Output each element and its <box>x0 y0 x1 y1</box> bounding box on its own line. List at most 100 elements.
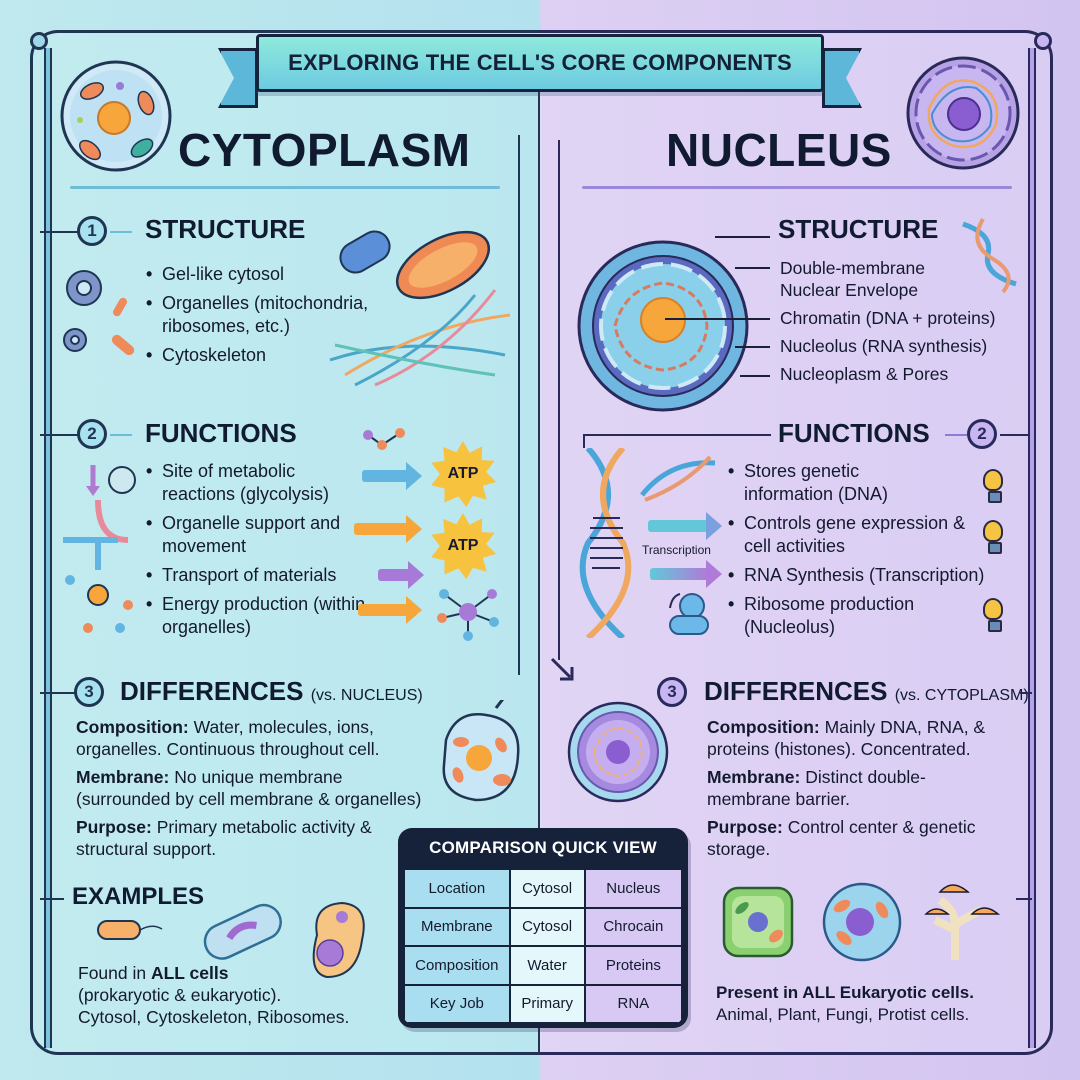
nucleus-structure-labels: Double-membrane Nuclear Envelope Chromat… <box>780 257 1040 385</box>
label-line <box>735 267 770 269</box>
connector-line <box>110 434 132 436</box>
connector-line <box>583 434 771 436</box>
table-row: Membrane Cytosol Chrocain <box>403 906 683 947</box>
title-banner: EXPLORING THE CELL'S CORE COMPONENTS <box>256 34 824 92</box>
plant-cell-icon <box>722 886 794 958</box>
connector-line <box>1000 434 1030 436</box>
row-label: Purpose: <box>707 817 783 837</box>
nucleus-structure-heading: STRUCTURE <box>778 214 939 244</box>
title-rule <box>582 186 1012 189</box>
mushroom-icon <box>924 884 1001 960</box>
table-cell: RNA <box>583 983 683 1024</box>
examples-text: Found in ALL cells (prokaryotic & eukary… <box>78 962 398 1028</box>
row-label: Purpose: <box>76 817 152 837</box>
connector-line <box>40 692 76 694</box>
functions-list: Site of metabolic reactions (glycolysis)… <box>146 460 366 645</box>
pathway-arrows-icon <box>63 465 136 633</box>
table-cell: Chrocain <box>583 906 683 947</box>
connector-line <box>583 434 585 448</box>
arrow-icon <box>550 657 574 681</box>
structure-list: Gel-like cytosol Organelles (mitochondri… <box>146 263 406 373</box>
connector-line <box>518 135 520 675</box>
section-number-2: 2 <box>77 419 107 449</box>
corner-dot <box>1034 32 1052 50</box>
structure-heading: STRUCTURE <box>145 214 306 244</box>
nucleus-cross-section-icon <box>577 240 749 412</box>
table-cell: Location <box>403 868 511 909</box>
differences-heading-text: DIFFERENCES <box>120 676 304 706</box>
table-cell: Cytosol <box>508 868 586 909</box>
nucleus-functions-heading: FUNCTIONS <box>778 418 930 448</box>
table-row: Composition Water Proteins <box>403 945 683 986</box>
center-divider <box>538 70 540 1055</box>
table-row: Key Job Primary RNA <box>403 983 683 1024</box>
connector-line <box>110 231 132 233</box>
examples-heading: EXAMPLES <box>72 883 205 910</box>
table-cell: Cytosol <box>508 906 586 947</box>
table-cell: Primary <box>508 983 586 1024</box>
label-line <box>715 236 770 238</box>
connector-line <box>40 231 78 233</box>
row-label: Composition: <box>707 717 820 737</box>
examples-bold: ALL cells <box>150 963 229 983</box>
differences-text: Composition: Water, molecules, ions, org… <box>76 716 436 866</box>
structure-label: Double-membrane Nuclear Envelope <box>780 258 925 300</box>
comparison-table: COMPARISON QUICK VIEW Location Cytosol N… <box>398 828 688 1028</box>
examples-line: Cytosol, Cytoskeleton, Ribosomes. <box>78 1007 350 1027</box>
nucleus-cell-icon <box>567 701 669 803</box>
differences-heading: DIFFERENCES (vs. NUCLEUS) <box>120 676 423 707</box>
dna-helix-icon <box>579 448 632 638</box>
row-text: Control center & genetic storage. <box>707 817 976 859</box>
eukaryotic-cell-icon <box>442 700 520 802</box>
section-number-3: 3 <box>657 677 687 707</box>
table-cell: Nucleus <box>583 868 683 909</box>
structure-label: Chromatin (DNA + proteins) <box>780 308 996 328</box>
arrow-icon <box>378 561 424 589</box>
row-label: Membrane: <box>707 767 801 787</box>
list-item: RNA Synthesis (Transcription) <box>728 564 1018 587</box>
molecule-icon <box>363 428 405 450</box>
lightbulb-icon <box>983 520 1003 554</box>
list-item: Organelles (mitochondria, ribosomes, etc… <box>146 292 406 338</box>
animal-cell-icon <box>822 882 902 962</box>
list-item: Transport of materials <box>146 564 366 587</box>
title-rule <box>70 186 500 189</box>
arrow-icon <box>648 512 722 540</box>
table-cell: Membrane <box>403 906 511 947</box>
comparison-title: COMPARISON QUICK VIEW <box>429 838 657 857</box>
nucleus-title: NUCLEUS <box>666 124 892 176</box>
connector-line <box>1020 692 1032 694</box>
dna-helix-icon <box>640 455 716 502</box>
list-item: Site of metabolic reactions (glycolysis) <box>146 460 366 506</box>
animal-cell-icon <box>60 60 172 172</box>
differences-qualifier: (vs. CYTOPLASM) <box>894 687 1029 704</box>
row-text: Primary metabolic activity & structural … <box>76 817 372 859</box>
dna-helix-icon <box>962 217 1017 294</box>
connector-line <box>1016 898 1032 900</box>
examples-line: Present in ALL Eukaryotic cells. <box>716 983 974 1002</box>
list-item: Organelle support and movement <box>146 512 366 558</box>
structure-label: Nucleoplasm & Pores <box>780 364 949 384</box>
label-line <box>735 346 770 348</box>
lightbulb-icon <box>983 469 1003 503</box>
row-label: Membrane: <box>76 767 170 787</box>
connector-line <box>40 898 64 900</box>
table-cell: Water <box>508 945 586 986</box>
double-arrow-icon <box>650 560 722 588</box>
examples-prefix: Found in <box>78 963 151 983</box>
connector-line <box>558 140 560 660</box>
nucleus-examples-text: Present in ALL Eukaryotic cells. Animal,… <box>716 982 1036 1026</box>
corner-dot <box>30 32 48 50</box>
lightbulb-icon <box>983 598 1003 632</box>
nucleus-functions-list: Stores genetic information (DNA) Control… <box>728 460 1018 645</box>
list-item: Ribosome production (Nucleolus) <box>728 593 958 639</box>
table-row: Location Cytosol Nucleus <box>403 868 683 909</box>
row-text: Distinct double-membrane barrier. <box>707 767 926 809</box>
gear-icon <box>63 270 135 356</box>
table-cell: Key Job <box>403 983 511 1024</box>
nucleus-cell-icon <box>906 56 1020 170</box>
differences-qualifier: (vs. NUCLEUS) <box>310 687 423 704</box>
nucleus-differences-heading: DIFFERENCES (vs. CYTOPLASM) <box>704 676 1029 707</box>
structure-label: Nucleolus (RNA synthesis) <box>780 336 988 356</box>
bacterium-icon <box>97 901 365 979</box>
